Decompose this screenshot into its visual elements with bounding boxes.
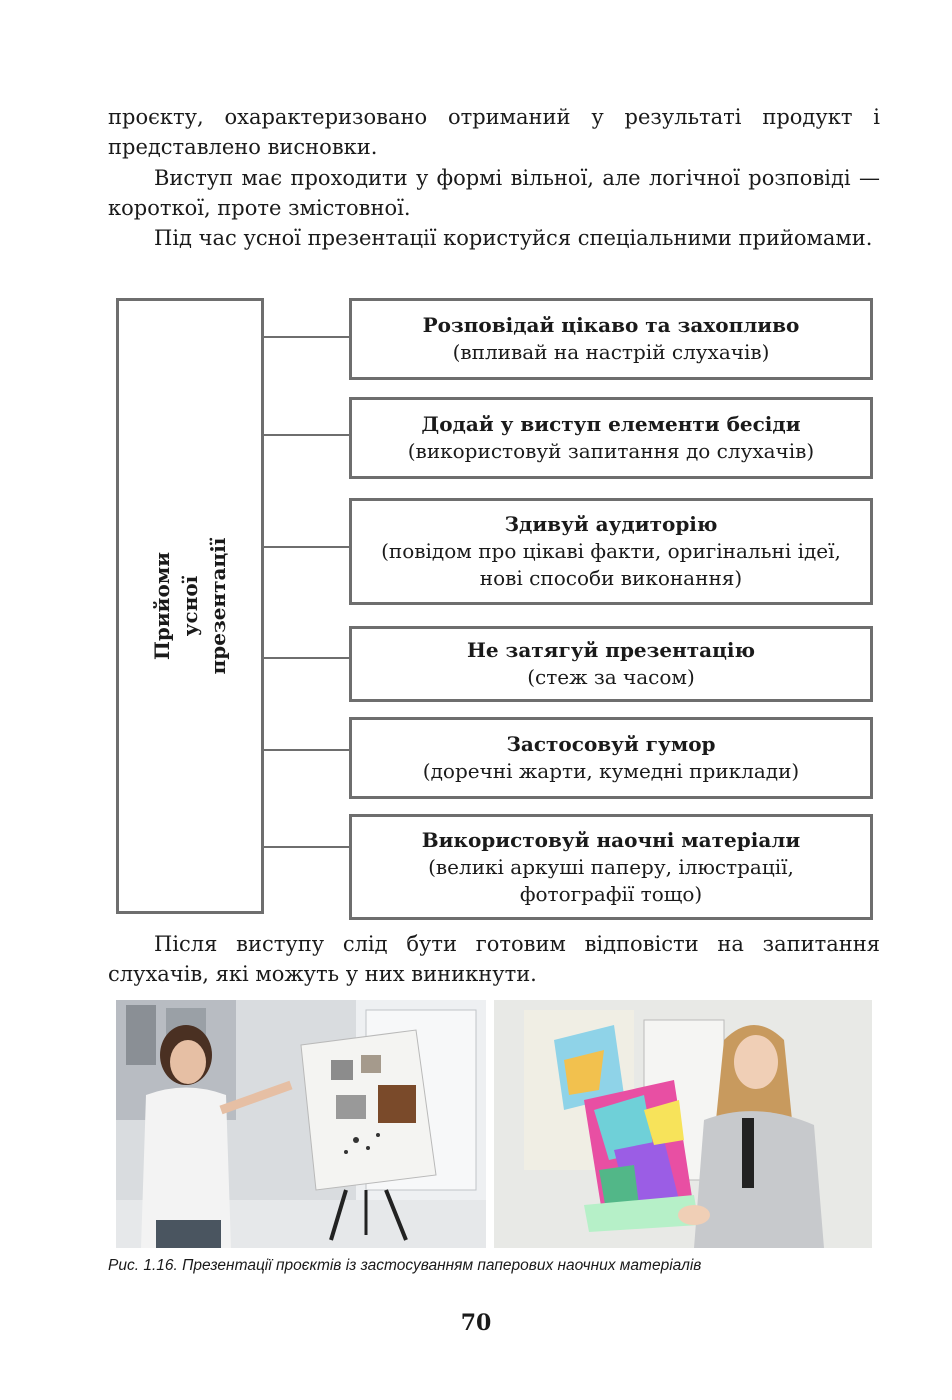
diagram-root-label: Прийоми усної презентації [150,537,230,675]
diagram-item-title: Розповідай цікаво та захопливо [422,313,800,337]
diagram-item-desc: (великі аркуші паперу, ілюстрації, фотог… [428,854,794,906]
diagram-connector [264,434,350,436]
photo-girl-presenting-poster [116,1000,486,1248]
paragraph-techniques-intro: Під час усної презентації користуйся спе… [154,226,873,250]
diagram-connector [264,749,350,751]
page-number: 70 [460,1310,492,1336]
diagram-item-time: Не затягуй презентацію (стеж за часом) [349,626,873,702]
diagram-connector [264,546,350,548]
diagram-connector [264,657,350,659]
paragraph-intro: проєкту, охарактеризовано отриманий у ре… [108,105,880,159]
diagram-item-desc: (використовуй запитання до слухачів) [407,439,815,463]
diagram-item-desc: (впливай на настрій слухачів) [452,340,770,364]
diagram-item-surprise: Здивуй аудиторію (повідом про цікаві фак… [349,498,873,605]
diagram-item-title: Додай у виступ елементи бесіди [421,412,801,436]
diagram-item-title: Застосовуй гумор [506,732,716,756]
diagram-item-desc: (повідом про цікаві факти, оригінальні і… [381,539,841,590]
diagram-item-title: Не затягуй презентацію [466,638,756,662]
figure-caption: Рис. 1.16. Презентації проєктів із засто… [108,1257,702,1274]
diagram-root-box: Прийоми усної презентації [116,298,264,914]
diagram-connector [264,336,350,338]
diagram-item-visuals: Використовуй наочні матеріали (великі ар… [349,814,873,920]
diagram-item-interesting: Розповідай цікаво та захопливо (впливай … [349,298,873,380]
diagram-item-title: Здивуй аудиторію [504,512,718,536]
paragraph-after-speech: Після виступу слід бути готовим відповіс… [108,932,880,986]
diagram-item-conversation: Додай у виступ елементи бесіди (використ… [349,397,873,479]
diagram-connector [264,846,350,848]
diagram-item-humor: Застосовуй гумор (доречні жарти, кумедні… [349,717,873,799]
diagram-item-desc: (доречні жарти, кумедні приклади) [422,759,800,783]
diagram-item-desc: (стеж за часом) [527,665,695,689]
diagram-item-title: Використовуй наочні матеріали [421,827,801,852]
paragraph-speech-form: Виступ має проходити у формі вільної, ал… [108,166,880,220]
photo-girl-holding-artwork [494,1000,872,1248]
